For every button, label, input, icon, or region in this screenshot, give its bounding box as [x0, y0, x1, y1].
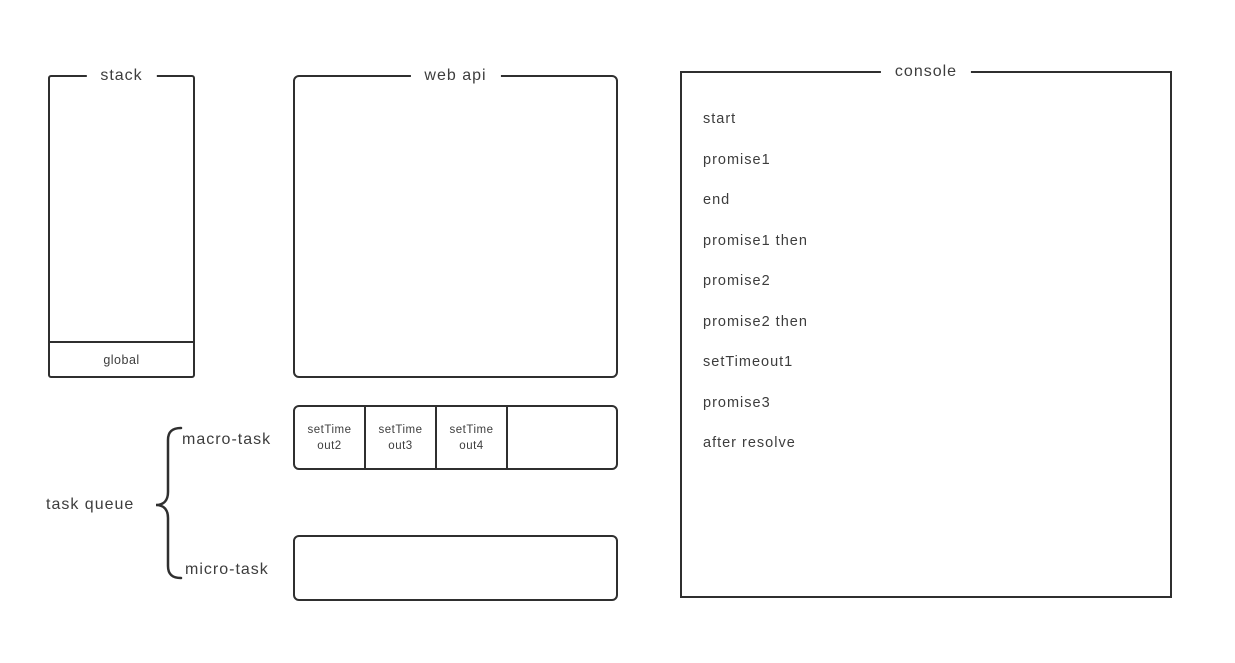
- console-line: end: [703, 192, 731, 209]
- task-queue-brace: [155, 426, 183, 580]
- console-line: start: [703, 111, 737, 128]
- console-line: promise3: [703, 394, 771, 411]
- console-output: start promise1 end promise1 then promise…: [682, 73, 1170, 464]
- macro-task-cell-line: out2: [317, 439, 342, 452]
- macro-task-queue: setTime out2 setTime out3 setTime out4: [293, 405, 618, 470]
- macro-task-cell-line: out4: [459, 439, 484, 452]
- stack-frame-global: global: [50, 341, 193, 376]
- console-line: setTimeout1: [703, 354, 794, 371]
- macro-task-cell: setTime out4: [437, 407, 508, 468]
- macro-task-cell-line: setTime: [449, 423, 494, 436]
- micro-task-queue: [293, 535, 618, 601]
- macro-task-cell: setTime out3: [366, 407, 437, 468]
- macro-task-label: macro-task: [182, 431, 272, 448]
- console-box: console start promise1 end promise1 then…: [680, 62, 1172, 598]
- micro-task-label: micro-task: [185, 561, 269, 578]
- console-line: promise2: [703, 273, 771, 290]
- web-api-box: web api: [293, 66, 618, 378]
- console-line: promise2 then: [703, 313, 808, 330]
- task-queue-label: task queue: [46, 496, 135, 513]
- stack-title: stack: [86, 66, 157, 86]
- console-title: console: [880, 62, 972, 82]
- stack-box: stack global: [48, 66, 195, 378]
- macro-task-cell-line: out3: [388, 439, 413, 452]
- console-line: promise1 then: [703, 232, 808, 249]
- console-line: after resolve: [703, 435, 796, 452]
- macro-task-cell-line: setTime: [378, 423, 423, 436]
- web-api-title: web api: [410, 66, 501, 86]
- console-line: promise1: [703, 151, 771, 168]
- macro-task-cell: setTime out2: [295, 407, 366, 468]
- macro-task-cell-line: setTime: [307, 423, 352, 436]
